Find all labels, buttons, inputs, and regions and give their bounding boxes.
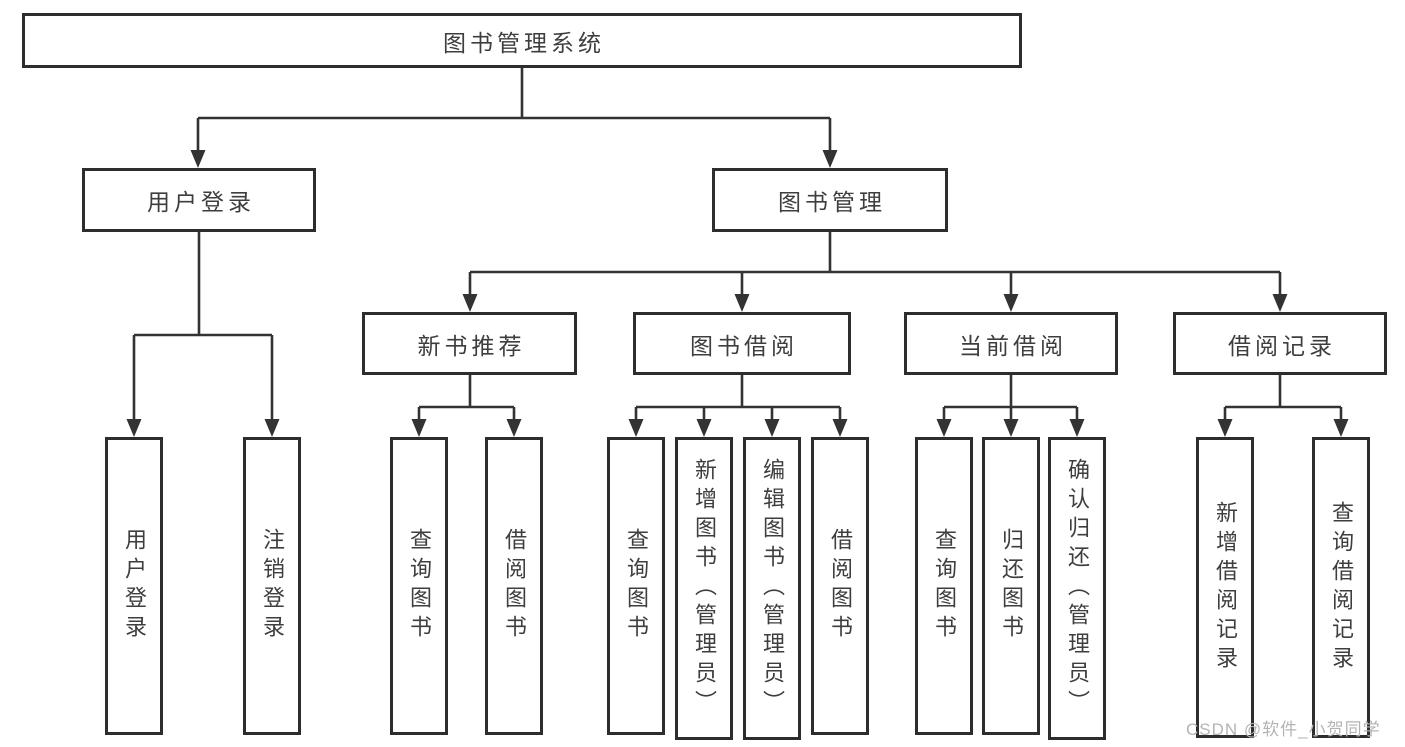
node-borrowing-records: 借阅记录 <box>1173 312 1387 375</box>
leaf-edit-books-admin: 编辑图书（管理员） <box>743 437 801 740</box>
leaf-query-borrow-record: 查询借阅记录 <box>1312 437 1370 738</box>
node-label: 编辑图书（管理员） <box>760 458 785 719</box>
leaf-return-books: 归还图书 <box>982 437 1040 735</box>
node-label: 当前借阅 <box>959 332 1067 359</box>
node-label: 归还图书 <box>999 528 1024 644</box>
node-label: 确认归还（管理员） <box>1065 458 1090 719</box>
leaf-query-books-current: 查询图书 <box>915 437 973 735</box>
node-book-management: 图书管理 <box>712 168 948 232</box>
node-label: 借阅图书 <box>828 528 853 644</box>
node-label: 用户登录 <box>122 528 147 644</box>
node-label: 借阅图书 <box>502 528 527 644</box>
node-label: 用户登录 <box>147 189 255 215</box>
leaf-user-login: 用户登录 <box>105 437 163 735</box>
node-label: 查询图书 <box>407 528 432 644</box>
node-label: 查询图书 <box>932 528 957 644</box>
node-label: 新增图书（管理员） <box>692 458 717 719</box>
node-library-system: 图书管理系统 <box>22 13 1022 68</box>
leaf-query-books-borrowing: 查询图书 <box>607 437 665 735</box>
node-book-borrowing: 图书借阅 <box>633 312 851 375</box>
node-label: 查询借阅记录 <box>1329 500 1354 675</box>
leaf-borrow-books-recommend: 借阅图书 <box>485 437 543 735</box>
node-label: 新增借阅记录 <box>1213 500 1238 675</box>
leaf-add-books-admin: 新增图书（管理员） <box>675 437 733 740</box>
node-current-borrowing: 当前借阅 <box>904 312 1118 375</box>
node-label: 注销登录 <box>260 528 285 644</box>
node-label: 借阅记录 <box>1228 332 1336 359</box>
node-label: 查询图书 <box>624 528 649 644</box>
node-label: 图书借阅 <box>690 332 798 359</box>
node-user-login: 用户登录 <box>82 168 316 232</box>
watermark-text: CSDN @软件_小贺同学 <box>1186 720 1381 739</box>
node-label: 图书管理 <box>778 189 886 215</box>
leaf-borrow-books-borrowing: 借阅图书 <box>811 437 869 735</box>
leaf-logout-login: 注销登录 <box>243 437 301 735</box>
node-label: 新书推荐 <box>417 332 526 359</box>
leaf-add-borrow-record: 新增借阅记录 <box>1196 437 1254 738</box>
leaf-confirm-return-admin: 确认归还（管理员） <box>1048 437 1106 740</box>
node-label: 图书管理系统 <box>443 29 605 56</box>
leaf-query-books-recommend: 查询图书 <box>390 437 448 735</box>
node-new-book-recommend: 新书推荐 <box>362 312 577 375</box>
